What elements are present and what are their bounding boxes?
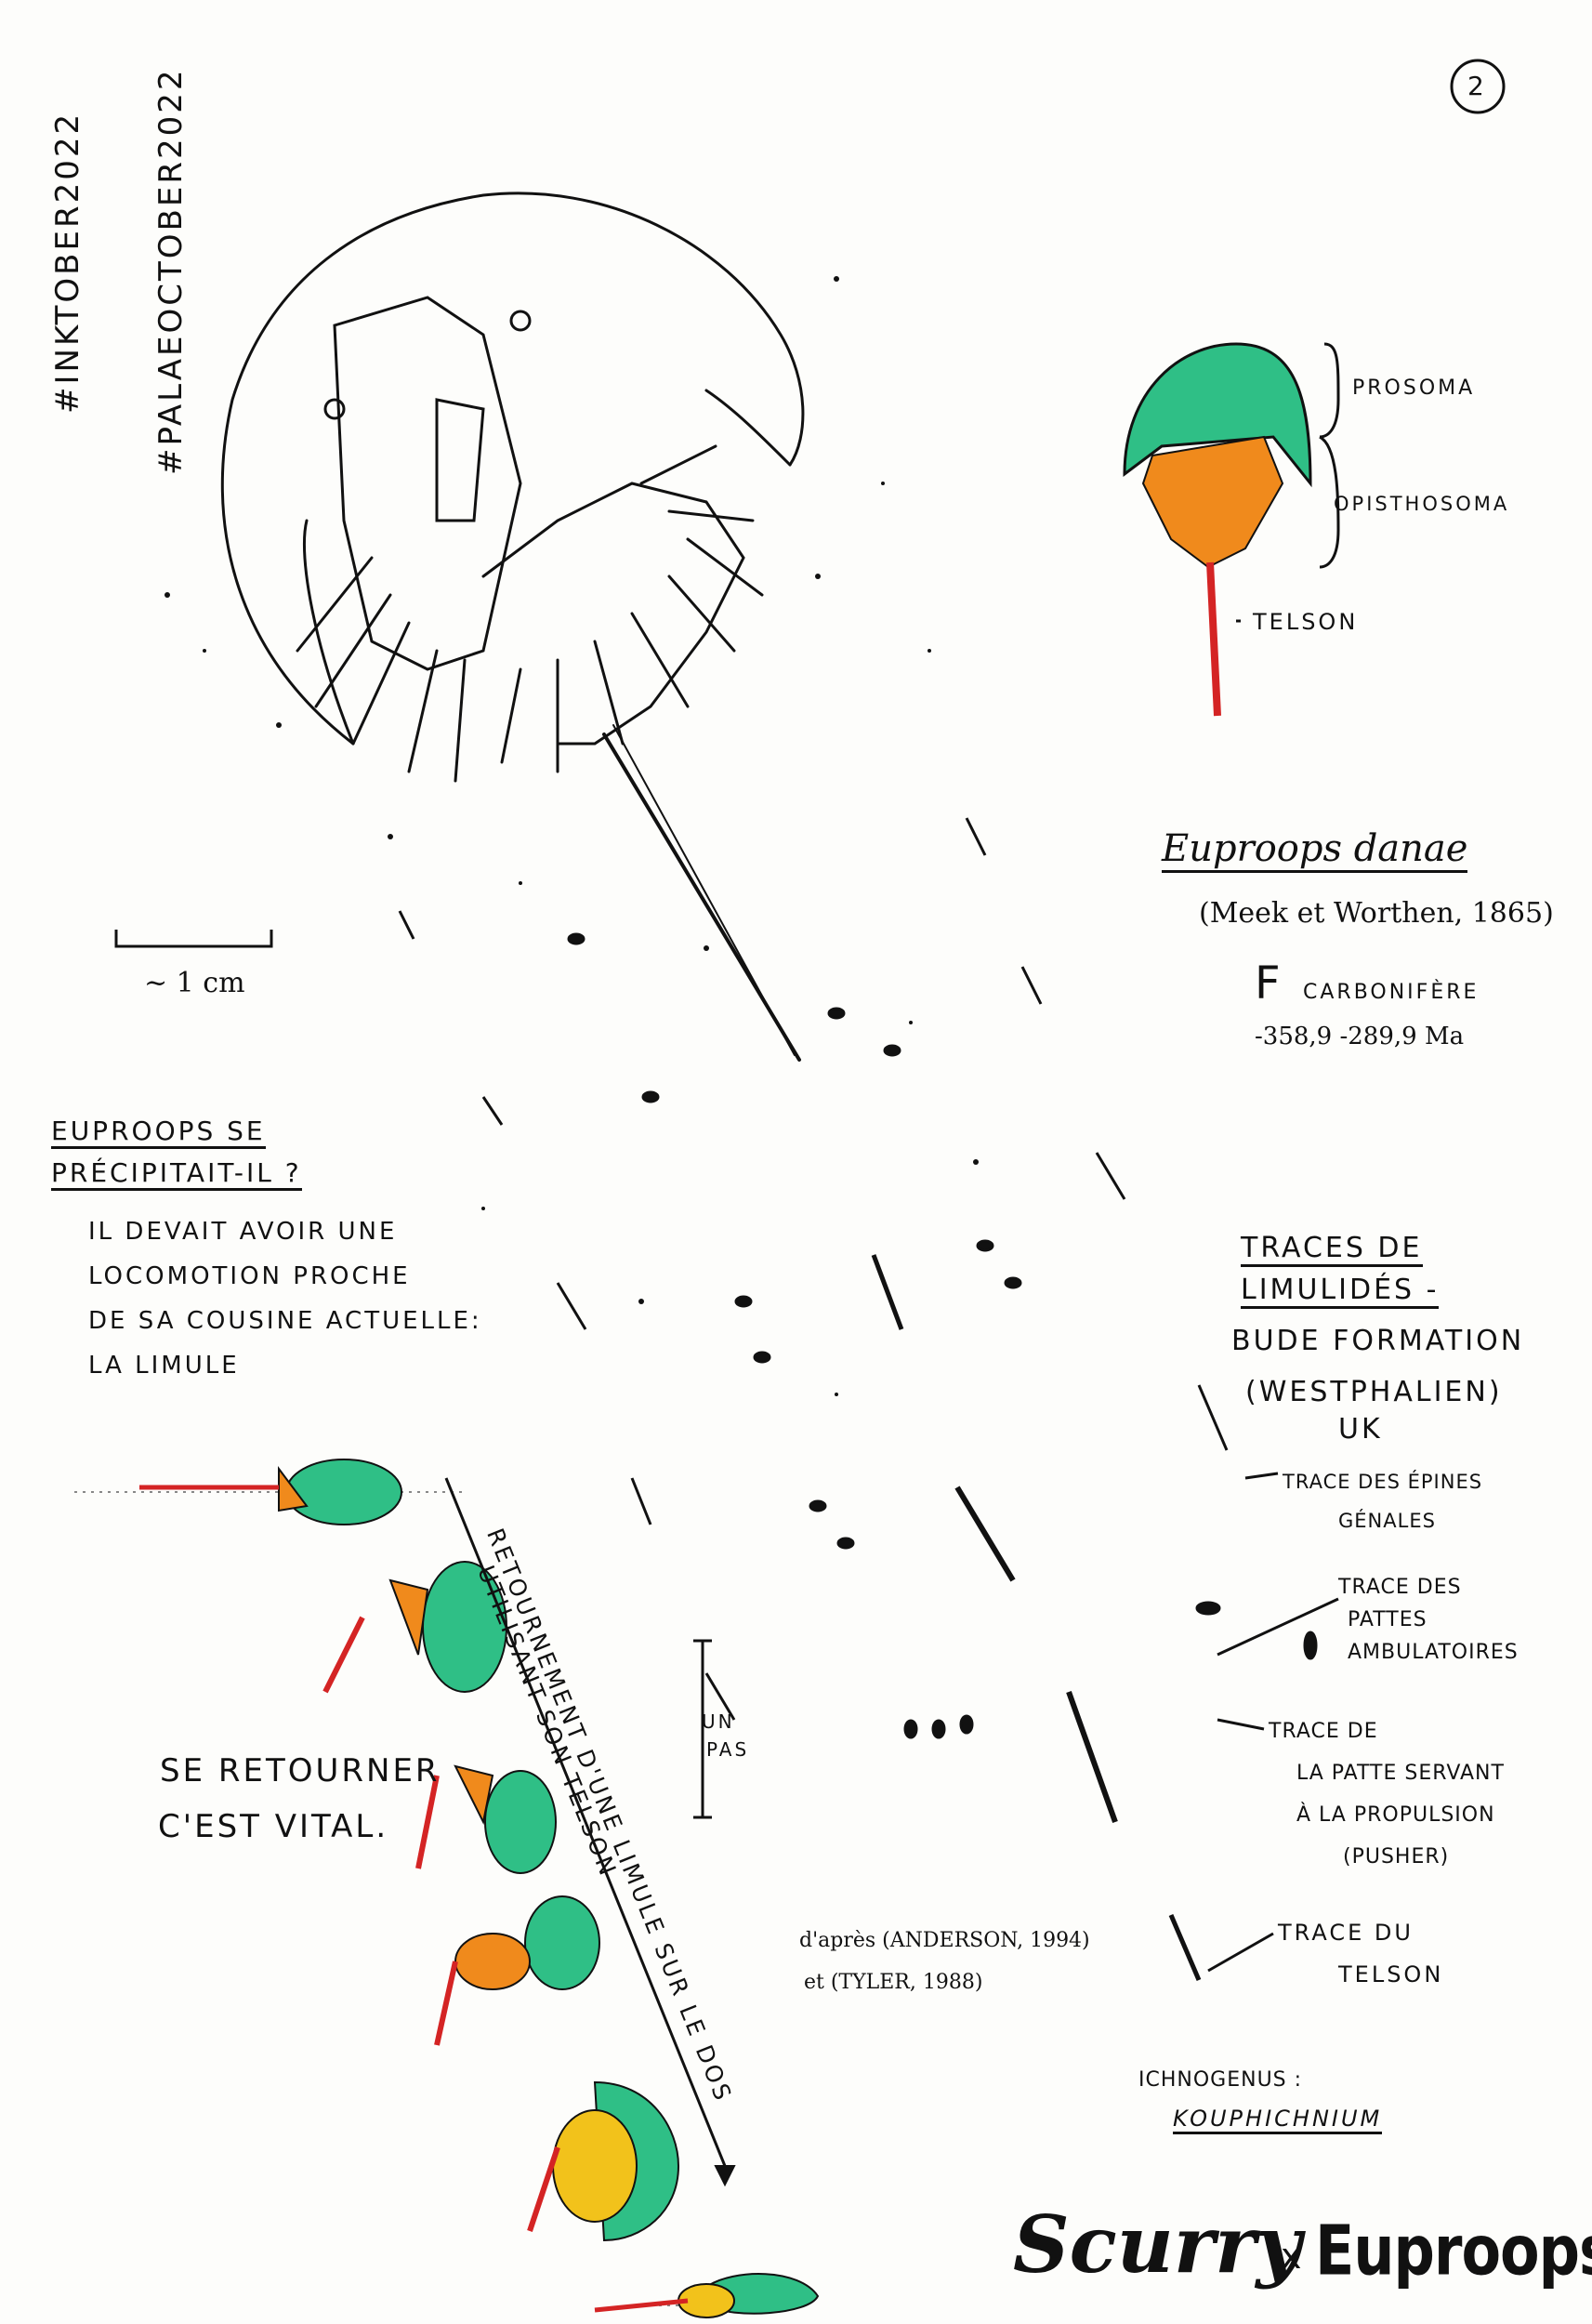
flip-caption-line2: C'EST VITAL.	[158, 1808, 389, 1845]
traces-subtitle-line2: (WESTPHALIEN)	[1245, 1376, 1503, 1408]
ichnogenus-name: KOUPHICHNIUM	[1173, 2106, 1383, 2134]
period-symbol: F	[1255, 957, 1281, 1010]
traces-title-line2: LIMULIDÉS -	[1241, 1274, 1440, 1309]
source-line2: et (TYLER, 1988)	[804, 1971, 983, 1994]
question-body-line3: DE SA COUSINE ACTUELLE:	[88, 1307, 482, 1335]
annotation-pusher-line2: LA PATTE SERVANT	[1296, 1762, 1505, 1785]
annotation-pusher-line1: TRACE DE	[1269, 1720, 1378, 1743]
annotation-leaders	[693, 1472, 1339, 1973]
trackway-traces	[398, 817, 1318, 1981]
annotation-spines-line2: GÉNALES	[1338, 1510, 1436, 1532]
annotation-pusher-line3: À LA PROPULSION	[1296, 1803, 1495, 1827]
question-body-line4: LA LIMULE	[88, 1352, 240, 1380]
traces-title-line1: TRACES DE	[1241, 1232, 1423, 1267]
question-body-line1: IL DEVAIT AVOIR UNE	[88, 1218, 398, 1246]
annotation-pusher-line4: (PUSHER)	[1343, 1845, 1450, 1868]
telson-label: TELSON	[1253, 609, 1359, 635]
annotation-telson-line2: TELSON	[1338, 1961, 1444, 1987]
ichnogenus-label: ICHNOGENUS :	[1138, 2068, 1303, 2092]
period-name: CARBONIFÈRE	[1303, 981, 1480, 1004]
annotation-spines-line1: TRACE DES ÉPINES	[1283, 1471, 1483, 1493]
stipple-dots	[164, 276, 979, 1396]
flip-caption-line1: SE RETOURNER	[160, 1752, 441, 1789]
annotation-legs-line3: AMBULATOIRES	[1348, 1641, 1519, 1664]
annotation-legs-line2: PATTES	[1348, 1608, 1428, 1631]
question-title-line2: PRÉCIPITAIT-IL ?	[51, 1157, 302, 1191]
species-name: Euproops danae	[1162, 827, 1468, 873]
page-number-circle	[1450, 59, 1506, 114]
annotation-telson-line1: TRACE DU	[1278, 1920, 1414, 1946]
brand-euproops: Euproops	[1315, 2210, 1592, 2291]
scale-bar	[114, 930, 273, 948]
source-line1: d'après (ANDERSON, 1994)	[799, 1929, 1090, 1952]
question-body-line2: LOCOMOTION PROCHE	[88, 1262, 411, 1290]
hashtag-palaeoctober: #PALAEOCTOBER2022	[152, 67, 190, 475]
traces-subtitle-line3: UK	[1338, 1413, 1383, 1446]
scale-bar-label: ~ 1 cm	[144, 967, 245, 999]
prosoma-label: PROSOMA	[1352, 376, 1476, 400]
brand-scurry: Scurry	[1013, 2199, 1302, 2291]
brand-footer: Scurry x Euproops	[1013, 2199, 1592, 2301]
species-authority: (Meek et Worthen, 1865)	[1199, 897, 1554, 930]
brand-separator: x	[1281, 2236, 1302, 2277]
hashtag-inktober: #INKTOBER2022	[49, 111, 86, 414]
step-label-line2: PAS	[706, 1738, 750, 1761]
page-number: 2	[1467, 71, 1484, 101]
flip-sequence-drawings	[74, 1459, 820, 2318]
traces-subtitle-line1: BUDE FORMATION	[1231, 1325, 1525, 1357]
euproops-fossil-drawing	[220, 191, 805, 1062]
question-title-line1: EUPROOPS SE	[51, 1116, 266, 1149]
opisthosoma-label: OPISTHOSOMA	[1334, 493, 1510, 515]
annotation-legs-line1: TRACE DES	[1338, 1576, 1462, 1599]
limulus-colored-diagram	[1123, 342, 1340, 717]
step-label-line1: UN	[702, 1710, 735, 1733]
age-range: -358,9 -289,9 Ma	[1255, 1023, 1465, 1050]
